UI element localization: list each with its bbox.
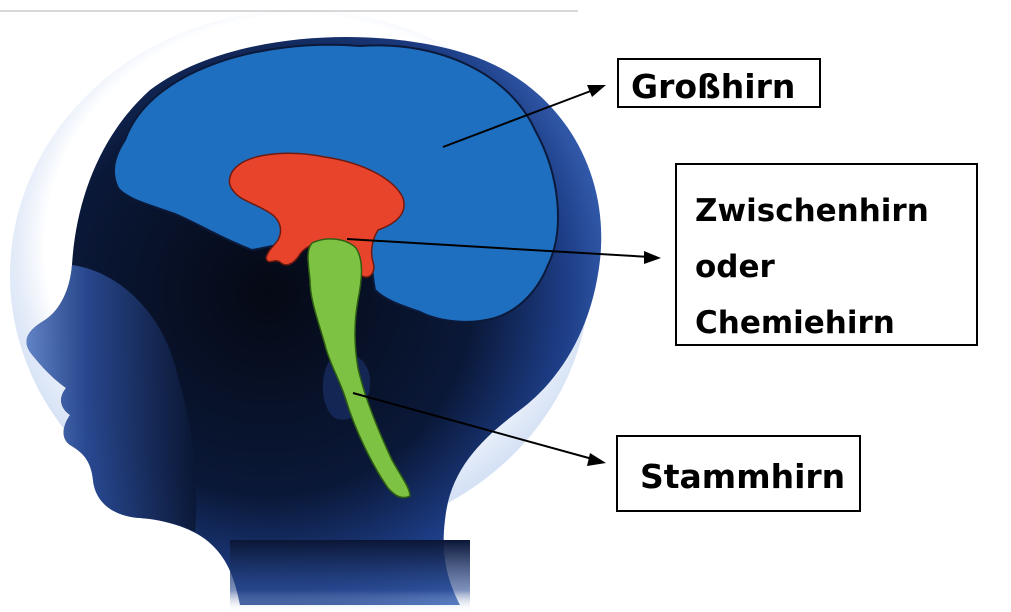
- label-stammhirn-box: Stammhirn: [616, 435, 861, 512]
- label-zwischenhirn-line1: Zwischenhirn: [695, 183, 976, 239]
- arrowhead-grosshirn: [587, 85, 606, 97]
- label-zwischenhirn-box: Zwischenhirn oder Chemiehirn: [675, 163, 978, 346]
- label-stammhirn: Stammhirn: [640, 457, 859, 496]
- label-zwischenhirn-line3: Chemiehirn: [695, 295, 976, 346]
- label-grosshirn-box: Großhirn: [617, 58, 821, 108]
- neck-fade: [230, 540, 470, 612]
- label-zwischenhirn-line2: oder: [695, 239, 976, 295]
- label-grosshirn: Großhirn: [631, 67, 819, 106]
- arrowhead-zwischenhirn: [644, 251, 661, 264]
- arrowhead-stammhirn: [587, 453, 606, 466]
